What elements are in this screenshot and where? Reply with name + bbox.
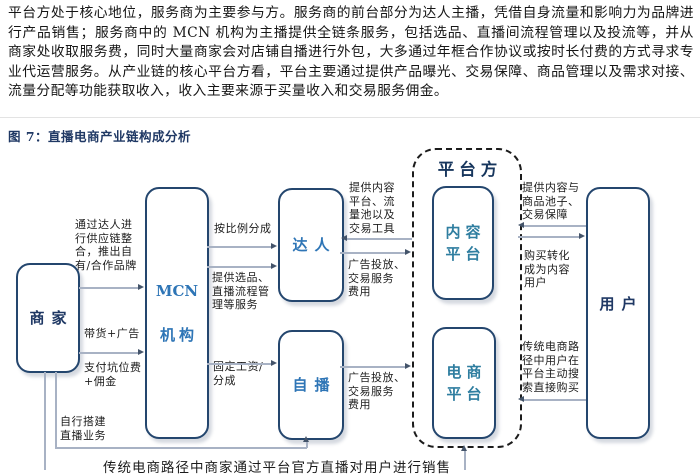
edge-label-purchase-convert: 购买转化 成为内容 用户 <box>524 249 570 290</box>
connector-merchant-mcn-top <box>79 287 139 289</box>
arrowhead-right-icon <box>138 284 144 290</box>
connector-merchant-down-outer <box>44 372 46 470</box>
connector-mcn-talent-1 <box>207 246 272 248</box>
node-mcn-label-en: MCN <box>155 282 199 300</box>
arrowhead-right-icon <box>271 243 277 249</box>
connector-user-ecommerce <box>524 399 586 401</box>
node-content-platform: 内容 平台 <box>432 186 494 300</box>
figure-caption: 图 7：直播电商产业链构成分析 <box>8 129 192 144</box>
node-mcn-label: MCN 机构 <box>156 280 198 346</box>
node-talent: 达人 <box>278 188 344 302</box>
connector-merchant-mcn-bottom <box>79 352 139 354</box>
edge-label-ad-fee-self: 广告投放、 交易服务 费用 <box>348 371 406 412</box>
arrowhead-right-icon <box>271 263 277 269</box>
edge-label-traditional-search: 传统电商路 径中用户在 平台主动搜 索直接购买 <box>522 340 580 394</box>
arrowhead-right-icon <box>405 363 411 369</box>
edge-label-provide-pool: 提供内容与 商品池子、 交易保障 <box>522 181 580 222</box>
edge-label-supply-chain: 通过达人进 行供应链整 合，推出自 有/合作品牌 <box>75 218 137 272</box>
node-merchant-label: 商家 <box>29 309 74 327</box>
node-ecommerce-platform: 电商 平台 <box>432 327 496 439</box>
connector-mcn-selfbroadcast <box>207 363 272 365</box>
node-mcn-label-cn: 机构 <box>159 326 198 344</box>
node-user: 用户 <box>586 187 650 439</box>
node-merchant: 商家 <box>16 263 80 373</box>
arrowhead-left-icon <box>518 396 524 402</box>
edge-label-bring-goods: 带货+广告 <box>84 327 140 340</box>
arrowhead-right-icon <box>271 360 277 366</box>
arrowhead-up-icon <box>461 445 467 451</box>
arrowhead-right-icon <box>405 249 411 255</box>
intro-paragraph: 平台方处于核心地位，服务商为主要参与方。服务商的前台部分为达人主播，凭借自身流量… <box>8 5 694 100</box>
connector-selfbuild-horizontal <box>55 447 307 449</box>
node-mcn: MCN 机构 <box>145 187 209 439</box>
platform-group-box <box>412 148 522 448</box>
node-user-label: 用户 <box>599 295 644 313</box>
edge-label-provide-selection: 提供选品、 直播流程管 理等服务 <box>212 271 270 312</box>
connector-bottom-platform-riser <box>464 451 466 470</box>
edge-label-ad-fee-talent: 广告投放、 交易服务 费用 <box>348 258 406 299</box>
connector-mcn-talent-2 <box>207 266 272 268</box>
arrowhead-up-icon <box>303 436 309 442</box>
divider <box>0 117 700 118</box>
connector-talent-platform <box>340 252 406 254</box>
arrowhead-right-icon <box>138 349 144 355</box>
node-content-platform-label: 内容 平台 <box>445 223 486 263</box>
connector-selfbroadcast-platform <box>340 366 406 368</box>
connector-user-platform-top <box>524 225 586 227</box>
edge-label-bottom-note: 传统电商路径中商家通过平台官方直播对用户进行销售 <box>103 460 451 476</box>
arrowhead-left-icon <box>341 235 347 241</box>
platform-group-label: 平台方 <box>437 160 503 179</box>
node-ecommerce-platform-label: 电商 平台 <box>446 363 487 403</box>
node-talent-label: 达人 <box>292 236 337 254</box>
connector-selfbuild-riser <box>306 442 308 448</box>
node-self-broadcast: 自播 <box>278 330 344 440</box>
edge-label-provide-content-tools: 提供内容 平台、流 量池以及 交易工具 <box>349 181 395 235</box>
connector-merchant-down-inner <box>55 372 57 448</box>
connector-platform-user <box>518 236 580 238</box>
edge-label-self-build: 自行搭建 直播业务 <box>60 415 106 442</box>
edge-label-slot-fee: 支付坑位费 +佣金 <box>84 361 142 388</box>
arrowhead-right-icon <box>579 233 585 239</box>
node-self-broadcast-label: 自播 <box>292 376 337 394</box>
connector-platform-talent <box>347 238 412 240</box>
edge-label-ratio-share: 按比例分成 <box>214 222 272 235</box>
arrowhead-left-icon <box>518 222 524 228</box>
